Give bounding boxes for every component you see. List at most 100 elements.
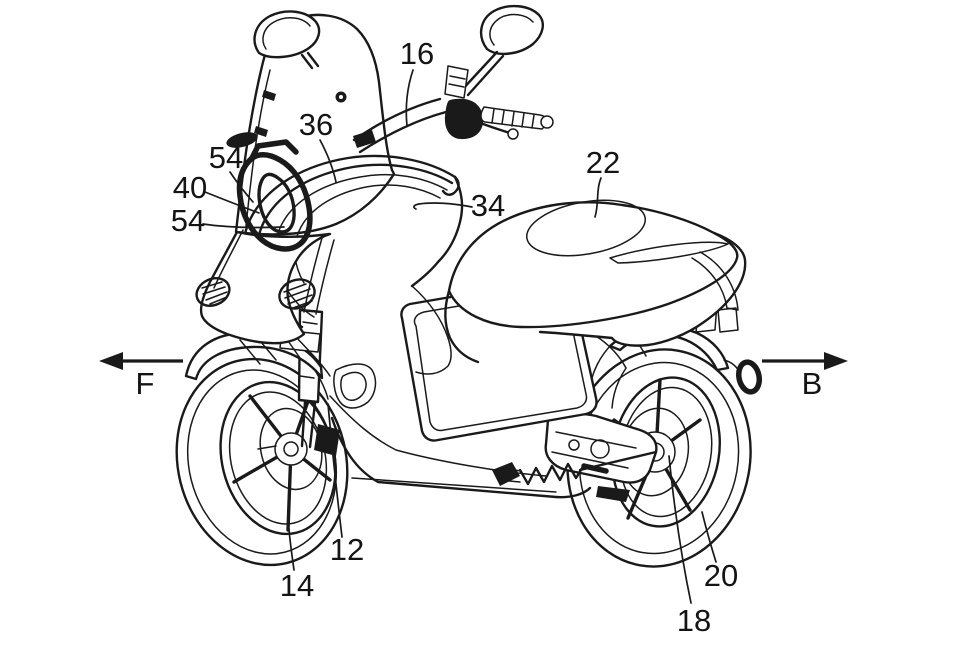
headlight-left-hatch (201, 281, 228, 305)
motor-axis (590, 439, 610, 459)
direction-arrow-rear: B (762, 352, 848, 401)
windshield-inner-edge (245, 69, 271, 227)
floorboard-outline (330, 416, 592, 499)
left-mirror (253, 10, 321, 59)
floorboard-lines (329, 395, 557, 493)
carrier-bracket-2 (717, 307, 739, 333)
label-54-upper: 54 (209, 140, 243, 175)
dash-handle-inner (257, 172, 296, 234)
leader-36 (319, 139, 337, 183)
label-36: 36 (299, 107, 333, 142)
ref-20: 20 (701, 511, 738, 593)
steering-column (303, 237, 335, 315)
leader-18 (668, 455, 692, 604)
headlight-right-hatch (283, 283, 313, 309)
left-mirror-stalk (300, 51, 320, 70)
rear-arrow-label: B (802, 366, 823, 401)
ref-12: 12 (327, 403, 364, 567)
label-16: 16 (400, 36, 434, 71)
grip-end-cap (540, 115, 554, 129)
tail-light (735, 359, 763, 395)
motor-bolt (568, 439, 580, 451)
rear-drivetrain (492, 412, 658, 502)
turn-signal (226, 132, 258, 148)
headlight-left (195, 277, 231, 307)
front-spokes (232, 388, 332, 532)
brake-torque-arm (578, 450, 658, 472)
reference-labels: 16 36 54 40 54 34 22 12 (171, 36, 738, 638)
bar-clamp (353, 130, 376, 148)
fork-lower-legs (300, 400, 317, 449)
label-22: 22 (586, 145, 620, 180)
sweep-line-4 (294, 184, 441, 284)
leader-40 (204, 191, 260, 214)
front-tire-outer (175, 357, 349, 567)
ref-18: 18 (668, 455, 711, 638)
master-cylinder-lines (448, 75, 466, 88)
tunnel-line (411, 285, 452, 375)
ref-54-lower: 54 (171, 203, 285, 238)
grip-ribs (491, 108, 535, 129)
motor-detail-lines (551, 431, 637, 469)
linkage-block (492, 462, 520, 486)
sweep-to-floor (294, 335, 331, 377)
brake-caliper (314, 424, 340, 456)
under-motor-block (596, 486, 630, 502)
left-mirror-inner (262, 17, 311, 50)
leader-22 (594, 177, 602, 218)
ref-54-upper: 54 (209, 140, 254, 203)
windshield-group (226, 4, 545, 236)
label-20: 20 (704, 558, 738, 593)
headlight-right (278, 278, 316, 310)
rear-spokes (612, 378, 702, 520)
front-arrow-head (99, 352, 123, 370)
windshield-tab-1 (262, 90, 276, 101)
right-mirror-inner (489, 13, 534, 46)
windshield-bolt-center (339, 95, 343, 99)
body-edge-right (410, 175, 464, 288)
label-12: 12 (330, 532, 364, 567)
ref-14: 14 (280, 528, 314, 603)
front-arrow-label: F (136, 366, 155, 401)
grab-rail (691, 251, 739, 311)
ref-34: 34 (413, 188, 505, 223)
leader-12 (327, 403, 343, 538)
ref-40: 40 (173, 170, 260, 214)
front-axle-line (257, 445, 277, 450)
seat-front-edge (444, 289, 480, 364)
seat-assembly (444, 199, 747, 364)
side-scoop-inner (340, 371, 367, 401)
seat (447, 201, 739, 329)
label-34: 34 (471, 188, 505, 223)
ref-36: 36 (299, 107, 337, 183)
seat-seam (525, 199, 647, 257)
label-14: 14 (280, 568, 314, 603)
rear-shock-body (581, 463, 609, 474)
direction-arrow-front: F (99, 352, 183, 401)
master-cylinder (444, 65, 469, 99)
leader-34 (413, 202, 473, 210)
side-scoop (333, 363, 377, 409)
rear-arrow-head (824, 352, 848, 370)
rear-shock-coil (518, 462, 586, 486)
ref-16: 16 (400, 36, 434, 127)
windshield (234, 13, 396, 236)
label-54-lower: 54 (171, 203, 205, 238)
leader-20 (701, 511, 717, 563)
handlebar-group (352, 65, 554, 154)
label-18: 18 (677, 603, 711, 638)
leader-14 (288, 528, 295, 571)
front-hub-inner (283, 441, 299, 457)
battery-box-inner (413, 289, 588, 432)
leader-54-upper (229, 171, 254, 203)
front-hub-outer (274, 432, 308, 466)
tail-vent (609, 241, 729, 264)
leader-16 (405, 69, 414, 127)
switch-housing (444, 98, 484, 140)
ref-22: 22 (586, 145, 620, 218)
brake-lever-ball (507, 128, 519, 140)
windshield-tab-2 (254, 126, 268, 137)
label-40: 40 (173, 170, 207, 205)
